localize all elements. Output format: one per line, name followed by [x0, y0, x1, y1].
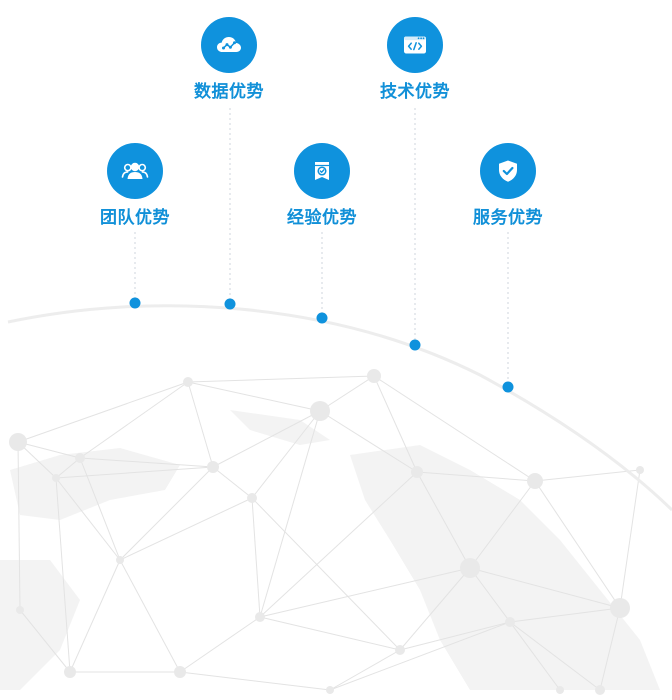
- cloud-data-icon: [217, 37, 241, 52]
- network-nodes: [9, 369, 644, 695]
- feature-tech[interactable]: 技术优势: [345, 17, 485, 103]
- feature-service-badge: [480, 143, 536, 199]
- network-lines: [17, 375, 641, 691]
- anchor-dot: [316, 312, 328, 324]
- feature-tech-badge: [387, 17, 443, 73]
- feature-tech-label: 技术优势: [380, 82, 450, 102]
- anchor-dot: [224, 298, 236, 310]
- feature-data-label: 数据优势: [194, 82, 264, 102]
- anchor-dot: [502, 381, 514, 393]
- feature-team[interactable]: 团队优势: [65, 143, 205, 229]
- feature-service[interactable]: 服务优势: [438, 143, 578, 229]
- anchor-dot: [129, 297, 141, 309]
- feature-experience-badge: [294, 143, 350, 199]
- code-window-icon: [404, 36, 426, 54]
- certificate-icon: [315, 162, 329, 180]
- shield-check-icon: [499, 160, 517, 182]
- landmass-shapes: [0, 410, 660, 690]
- feature-experience[interactable]: 经验优势: [252, 143, 392, 229]
- feature-data[interactable]: 数据优势: [159, 17, 299, 103]
- team-icon: [121, 162, 149, 179]
- connector-lines: [134, 108, 509, 387]
- feature-experience-label: 经验优势: [287, 208, 357, 228]
- anchor-dots: [129, 297, 514, 393]
- feature-service-label: 服务优势: [473, 208, 543, 228]
- globe-arc: [7, 304, 672, 512]
- feature-data-badge: [201, 17, 257, 73]
- anchor-dot: [409, 339, 421, 351]
- feature-team-label: 团队优势: [100, 208, 170, 228]
- feature-team-badge: [107, 143, 163, 199]
